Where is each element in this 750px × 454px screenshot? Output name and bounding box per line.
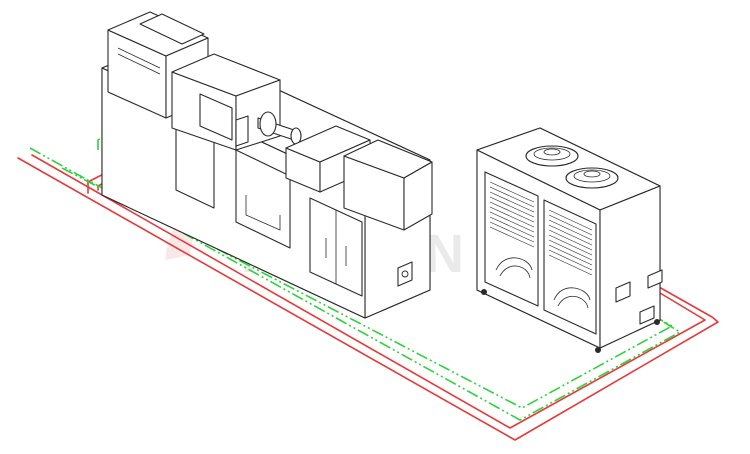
return-pipe-inner [61,167,673,409]
chiller-outlet-valve [647,269,663,289]
chiller-coil-right-2 [557,296,589,309]
chiller-foot [654,319,660,325]
chiller-side [599,185,661,349]
chiller-fan-icon [525,145,579,167]
chamber-side [403,161,433,231]
chiller-foot [481,289,487,295]
power-switch-icon [397,261,413,287]
control-display-screen [139,13,205,45]
shaft-coupling [259,111,277,137]
chiller-coil-left [495,257,533,271]
chiller-inlet-valve [615,281,631,303]
machine-base-front [101,67,366,319]
chiller-coil-left-2 [499,265,531,279]
machine-front-panel-mid [235,149,291,249]
machine-drawer-handle [245,195,281,231]
chiller-fan-icon [565,167,619,189]
control-panel-strip [117,47,161,69]
control-panel-strip-2 [117,53,161,75]
chiller-return-valve [639,305,655,325]
chiller-panel-right [543,199,597,335]
chiller-coil-right [553,287,591,301]
chiller-foot [595,347,601,353]
actuator-window [199,93,233,141]
actuator-port [235,115,249,147]
testing-machine [101,11,433,319]
chiller-grille-left [489,181,535,248]
water-chiller [476,127,663,353]
chiller-grille-right [548,209,593,276]
